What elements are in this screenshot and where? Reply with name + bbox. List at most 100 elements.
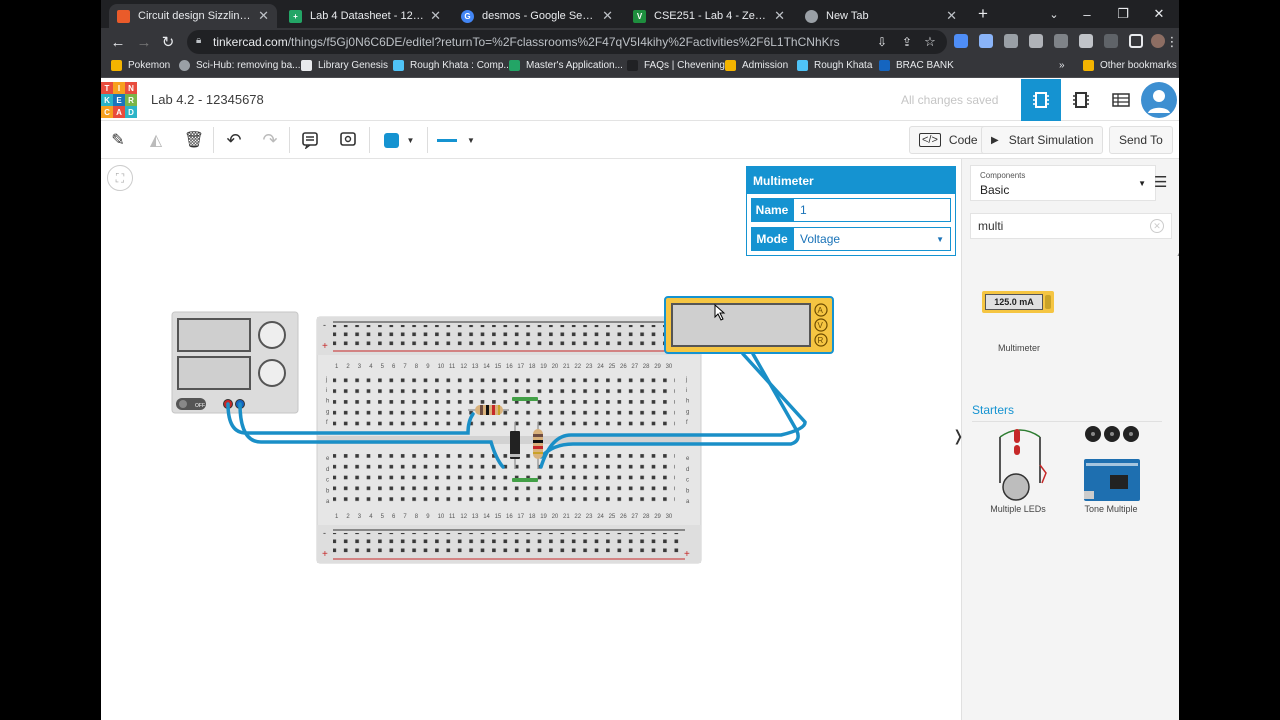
delete-trash-icon[interactable]: 🗑︎	[183, 132, 205, 149]
schematic-view-button[interactable]	[1061, 79, 1101, 121]
chevening-icon	[627, 60, 638, 71]
bookmark-star-icon[interactable]: ☆	[924, 34, 936, 49]
alert-extension-icon[interactable]	[1029, 34, 1043, 48]
close-tab-icon[interactable]: ✕	[774, 8, 785, 23]
bookmark-rough-khata-comp[interactable]: Rough Khata : Comp...	[393, 60, 512, 71]
wire-color-picker[interactable]: ▼	[379, 127, 419, 153]
mode-select[interactable]: Voltage▼	[793, 227, 951, 251]
bookmarks-overflow-icon[interactable]: »	[1059, 60, 1065, 71]
redo-icon[interactable]: ↷	[262, 129, 278, 150]
send-to-button[interactable]: Send To	[1109, 126, 1173, 154]
current-knob[interactable]	[258, 359, 286, 387]
column-number: 3	[358, 364, 362, 370]
close-tab-icon[interactable]: ✕	[946, 8, 957, 23]
start-simulation-button[interactable]: ▶ Start Simulation	[981, 126, 1104, 154]
tab-circuit-design[interactable]: Circuit design Sizzling Curcan-l ✕	[109, 4, 277, 28]
notes-icon[interactable]	[297, 127, 323, 153]
wire-supply-negative[interactable]	[238, 402, 505, 469]
amp-port[interactable]	[814, 303, 828, 317]
flip-icon[interactable]: ◭	[149, 132, 163, 149]
close-tab-icon[interactable]: ✕	[258, 8, 269, 23]
row-letter: i	[686, 388, 687, 394]
trash-extension-icon[interactable]	[1004, 34, 1018, 48]
bookmark-brac-bank[interactable]: BRAC BANK	[879, 60, 954, 71]
list-view-icon[interactable]: ☰	[1154, 174, 1168, 191]
component-list-button[interactable]	[1101, 79, 1141, 121]
bookmark-masters-application[interactable]: Master's Application...	[509, 60, 623, 71]
tone-multiple-thumb[interactable]	[1080, 425, 1144, 505]
mode-value: Voltage	[800, 232, 841, 246]
code-label: Code	[948, 133, 978, 147]
bookmark-libgen[interactable]: Library Genesis	[301, 60, 388, 71]
other-bookmarks[interactable]: Other bookmarks	[1083, 60, 1177, 71]
install-app-icon[interactable]: ⇩	[876, 35, 888, 49]
code-button[interactable]: </> Code	[909, 126, 988, 154]
clear-search-icon[interactable]: ✕	[1150, 219, 1164, 233]
volt-port[interactable]	[814, 318, 828, 332]
circuit-view-button[interactable]	[1021, 79, 1061, 121]
minimize-icon[interactable]: –	[1083, 6, 1091, 22]
reload-icon[interactable]: ↻	[161, 34, 175, 51]
project-title[interactable]: Lab 4.2 - 12345678	[151, 92, 264, 107]
component-search-input[interactable]: multi ✕	[970, 213, 1172, 239]
components-dropdown[interactable]: Components Basic ▼	[970, 165, 1156, 201]
docs-extension-icon[interactable]	[979, 34, 993, 48]
power-supply[interactable]: OFF	[171, 311, 299, 414]
jumper-short-top[interactable]	[512, 397, 538, 401]
circuit-canvas[interactable]: ⛶ OFF	[101, 159, 961, 720]
close-window-icon[interactable]: ✕	[1153, 6, 1165, 21]
new-tab-icon[interactable]: +	[978, 4, 988, 23]
close-tab-icon[interactable]: ✕	[430, 8, 441, 23]
breadboard[interactable]: - + - + - + jjiihhggffeeddccbbaa11223344…	[316, 316, 702, 564]
multiple-leds-thumb[interactable]	[992, 425, 1048, 507]
multimeter-device[interactable]: A V R	[664, 296, 834, 354]
switch-label: OFF	[195, 403, 205, 409]
scroll-up-icon[interactable]: ▲	[1176, 251, 1179, 258]
bookmark-pokemon[interactable]: Pokemon	[111, 60, 170, 71]
cube-icon	[393, 60, 404, 71]
zener-diode[interactable]	[510, 422, 520, 469]
voltage-knob[interactable]	[258, 321, 286, 349]
bookmark-chevening[interactable]: FAQs | Chevening	[627, 60, 725, 71]
ohm-port[interactable]	[814, 333, 828, 347]
wire-type-picker[interactable]: ▼	[435, 127, 477, 153]
side-panel-icon[interactable]	[1129, 34, 1143, 48]
chrome-menu-icon[interactable]: ⋮	[1165, 34, 1179, 49]
share-icon[interactable]: ⇪	[901, 35, 913, 49]
tab-search-chevron-icon[interactable]: ⌄	[1049, 8, 1059, 21]
restore-icon[interactable]: ❐	[1117, 6, 1129, 21]
zoom-to-fit-icon[interactable]: ⛶	[107, 165, 133, 191]
resistor-vertical[interactable]	[533, 422, 543, 469]
rotate-pen-icon[interactable]: ✎	[111, 132, 125, 149]
column-number: 17	[517, 514, 524, 520]
tab-cse251-lab[interactable]: V CSE251 - Lab 4 - Zener Diode ✕	[625, 4, 793, 28]
bookmark-rough-khata[interactable]: Rough Khata	[797, 60, 872, 71]
wire-meter-v[interactable]	[539, 352, 800, 459]
address-bar[interactable]: 🔒︎ tinkercad.com/things/f5Gj0N6C6DE/edit…	[187, 30, 947, 54]
user-avatar[interactable]	[1141, 82, 1177, 118]
bookmark-scihub[interactable]: Sci-Hub: removing ba...	[179, 60, 301, 71]
profile-avatar-icon[interactable]	[1151, 34, 1165, 48]
collapse-panel-icon[interactable]: ❭	[952, 428, 965, 445]
row-letter: h	[326, 399, 329, 405]
k-extension-icon[interactable]	[1054, 34, 1068, 48]
back-icon[interactable]: ←	[110, 33, 126, 51]
extensions-puzzle-icon[interactable]	[1104, 34, 1118, 48]
multimeter-result-card[interactable]: 125.0 mA	[982, 287, 1056, 315]
tinkercad-logo[interactable]: T I N K E R C A D	[101, 82, 137, 118]
tab-lab-datasheet[interactable]: + Lab 4 Datasheet - 12345678 - G ✕	[281, 4, 449, 28]
toggle-notes-visibility-icon[interactable]	[335, 127, 361, 153]
resistor-horizontal[interactable]	[468, 405, 509, 415]
tab-new-tab[interactable]: New Tab ✕	[797, 4, 965, 28]
pdf-extension-icon[interactable]	[1079, 34, 1093, 48]
tab-title: Circuit design Sizzling Curcan-l	[138, 10, 252, 22]
jumper-short-bottom[interactable]	[512, 478, 538, 482]
close-tab-icon[interactable]: ✕	[602, 8, 613, 23]
name-input[interactable]: 1	[793, 198, 951, 222]
wire-supply-positive[interactable]	[226, 402, 475, 435]
tab-desmos-search[interactable]: G desmos - Google Search ✕	[453, 4, 621, 28]
undo-icon[interactable]: ↶	[226, 129, 242, 150]
extension-icon[interactable]	[954, 34, 968, 48]
forward-icon[interactable]: →	[136, 33, 152, 51]
bookmark-admission[interactable]: Admission	[725, 60, 788, 71]
